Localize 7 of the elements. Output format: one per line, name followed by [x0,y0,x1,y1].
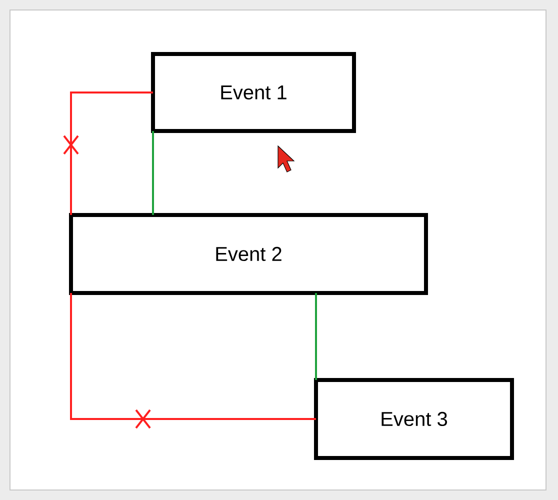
event-box: Event 2 [69,213,428,295]
event-box: Event 3 [314,378,514,460]
crossed-connector [70,293,316,429]
connector [315,293,317,380]
connector [152,131,154,215]
event-box: Event 1 [151,52,356,133]
crossed-connector [63,92,153,215]
